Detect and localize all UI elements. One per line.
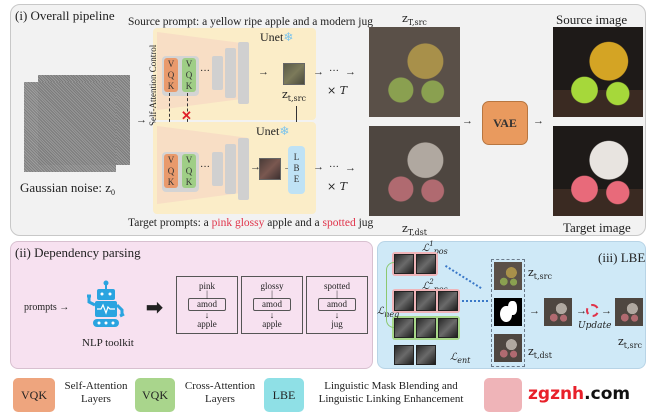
unet-layer bbox=[225, 48, 236, 98]
attention-map bbox=[416, 254, 436, 274]
noise-label: Gaussian noise: z0 bbox=[20, 180, 115, 197]
snowflake-icon: ❄ bbox=[279, 124, 290, 138]
update-cycle-icon bbox=[586, 304, 599, 317]
parse-box-glossy: glossy| amod↓ apple bbox=[241, 276, 303, 334]
legend-swatch-self-attention: VQK bbox=[13, 378, 55, 412]
noisy-target-latent-image bbox=[369, 126, 460, 216]
times-t-source: × T bbox=[327, 84, 348, 97]
attention-map bbox=[394, 254, 414, 274]
ellipsis-source: ··· bbox=[200, 66, 210, 77]
parse-box-spotted: spotted| amod↓ jug bbox=[306, 276, 368, 334]
snowflake-icon: ❄ bbox=[283, 30, 294, 44]
arrow: → bbox=[462, 115, 473, 127]
legend-swatch-lbe: LBE bbox=[264, 378, 304, 412]
arrow: → bbox=[533, 115, 544, 127]
nlp-toolkit-label: NLP toolkit bbox=[82, 337, 134, 349]
loss-neg-label: ℒneg bbox=[377, 306, 400, 319]
parse-box-pink: pink| amod↓ apple bbox=[176, 276, 238, 334]
attention-map bbox=[438, 318, 458, 338]
attention-map bbox=[416, 318, 436, 338]
legend-swatch-cross-attention: VQK bbox=[135, 378, 175, 412]
unet-target-label: Unet❄ bbox=[256, 124, 290, 138]
attention-map bbox=[438, 291, 458, 311]
arrow: → bbox=[258, 66, 269, 78]
legend-swatch-positive bbox=[484, 378, 522, 412]
blended-latent-thumb bbox=[544, 298, 572, 326]
source-image-label: Source image bbox=[556, 12, 628, 27]
arrow: → bbox=[313, 66, 324, 78]
updated-latent-thumb bbox=[615, 298, 643, 326]
z-t-src-thumb bbox=[494, 262, 522, 290]
latent-z-t-dst-thumb bbox=[259, 158, 281, 180]
unet-source-label: Unet❄ bbox=[260, 30, 294, 44]
ellipsis-target: ··· bbox=[200, 162, 210, 173]
attention-map bbox=[416, 345, 436, 365]
prompts-label: prompts → bbox=[24, 302, 70, 313]
source-prompt: Source prompt: a yellow ripe apple and a… bbox=[128, 16, 373, 28]
arrow: → bbox=[250, 161, 261, 173]
z-T-src-label: zT,src bbox=[402, 12, 427, 27]
thick-arrow-icon: ➡ bbox=[146, 297, 163, 319]
lbe-z-t-dst-label: zt,dst bbox=[528, 345, 552, 360]
ellipsis-steps-source: ··· bbox=[329, 66, 339, 77]
self-attention-control-label: Self-Attention Control bbox=[148, 44, 158, 126]
arrow: → bbox=[313, 161, 324, 173]
target-image bbox=[553, 126, 643, 216]
noise-image-front bbox=[24, 82, 116, 172]
ellipsis-steps-target: ··· bbox=[329, 162, 339, 173]
blend-mask bbox=[494, 298, 522, 326]
arrow: → bbox=[345, 66, 356, 78]
vae-decoder: VAE bbox=[482, 101, 528, 145]
arrow: → bbox=[529, 305, 540, 317]
arrow: → bbox=[601, 305, 612, 317]
lbe-output-label: zt,src bbox=[618, 335, 642, 350]
cross-mark-icon: ✕ bbox=[181, 108, 192, 123]
unet-layer bbox=[238, 138, 249, 200]
target-prompt: Target prompts: a pink glossy apple and … bbox=[128, 217, 374, 229]
z-t-dst-thumb bbox=[494, 334, 522, 362]
pipeline-title: (i) Overall pipeline bbox=[15, 8, 115, 23]
unet-layer bbox=[225, 144, 236, 194]
latent-z-t-src-thumb bbox=[283, 63, 305, 85]
arrow: → bbox=[345, 162, 356, 174]
attention-map bbox=[394, 345, 414, 365]
loss-pos1-label: ℒ1pos bbox=[422, 240, 448, 256]
attention-map bbox=[394, 318, 414, 338]
robot-icon bbox=[86, 280, 126, 332]
arrow: → bbox=[576, 305, 587, 317]
attention-map bbox=[394, 291, 414, 311]
z-T-dst-label: zT,dst bbox=[402, 222, 427, 237]
watermark: zgznh.com bbox=[528, 384, 631, 404]
lbe-title: (iii) LBE bbox=[598, 250, 646, 265]
unet-layer bbox=[212, 56, 223, 90]
z-t-src-label: zt,src bbox=[282, 88, 306, 103]
dependency-title: (ii) Dependency parsing bbox=[15, 245, 141, 260]
neg-bracket bbox=[386, 262, 394, 328]
arrow-noise-to-unet: → bbox=[136, 114, 147, 126]
times-t-target: × T bbox=[327, 180, 348, 193]
unet-layer bbox=[212, 152, 223, 186]
dotted-arrow bbox=[462, 300, 488, 302]
noisy-source-latent-image bbox=[369, 27, 460, 117]
lbe-z-t-src-label: zt,src bbox=[528, 266, 552, 281]
target-image-label: Target image bbox=[563, 220, 631, 235]
loss-ent-label: ℒent bbox=[450, 352, 471, 365]
attention-map bbox=[416, 291, 436, 311]
unet-layer bbox=[238, 42, 249, 104]
update-label: Update bbox=[578, 321, 612, 331]
blend-group bbox=[491, 259, 525, 367]
source-image bbox=[553, 27, 643, 117]
